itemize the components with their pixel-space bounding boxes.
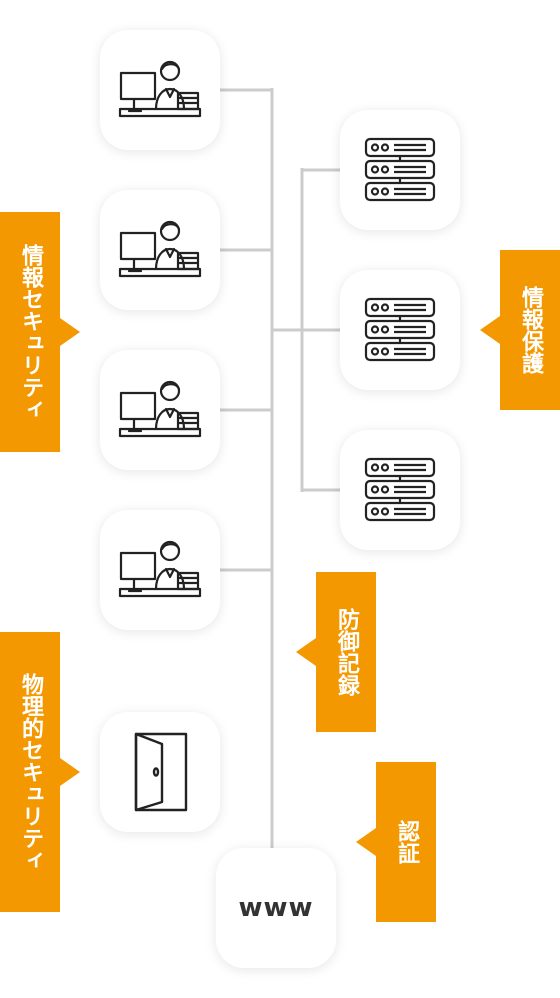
server-rack-icon bbox=[364, 137, 436, 202]
server-card[interactable] bbox=[340, 430, 460, 550]
workstation-card[interactable] bbox=[100, 510, 220, 630]
server-rack-icon bbox=[364, 297, 436, 362]
authentication-label: 認証 bbox=[394, 820, 419, 864]
physical-security-tag: 物理的セキュリティ bbox=[0, 632, 80, 912]
physical-security-label: 物理的セキュリティ bbox=[18, 673, 43, 871]
defense-log-tag: 防御記録 bbox=[296, 572, 376, 732]
info-protection-label: 情報保護 bbox=[518, 286, 543, 374]
workstation-card[interactable] bbox=[100, 350, 220, 470]
defense-log-label: 防御記録 bbox=[334, 608, 359, 696]
www-label: www bbox=[238, 893, 314, 923]
info-security-tag: 情報セキュリティ bbox=[0, 212, 80, 452]
operator-at-computer-icon bbox=[118, 60, 202, 118]
authentication-tag: 認証 bbox=[356, 762, 436, 922]
www-card[interactable]: www bbox=[216, 848, 336, 968]
info-protection-tag: 情報保護 bbox=[480, 250, 560, 410]
server-rack-icon bbox=[364, 457, 436, 522]
operator-at-computer-icon bbox=[118, 220, 202, 278]
door-icon bbox=[134, 732, 188, 812]
workstation-card[interactable] bbox=[100, 30, 220, 150]
server-card[interactable] bbox=[340, 110, 460, 230]
info-security-label: 情報セキュリティ bbox=[18, 244, 43, 420]
operator-at-computer-icon bbox=[118, 380, 202, 438]
workstation-card[interactable] bbox=[100, 190, 220, 310]
operator-at-computer-icon bbox=[118, 540, 202, 598]
server-card[interactable] bbox=[340, 270, 460, 390]
door-card[interactable] bbox=[100, 712, 220, 832]
